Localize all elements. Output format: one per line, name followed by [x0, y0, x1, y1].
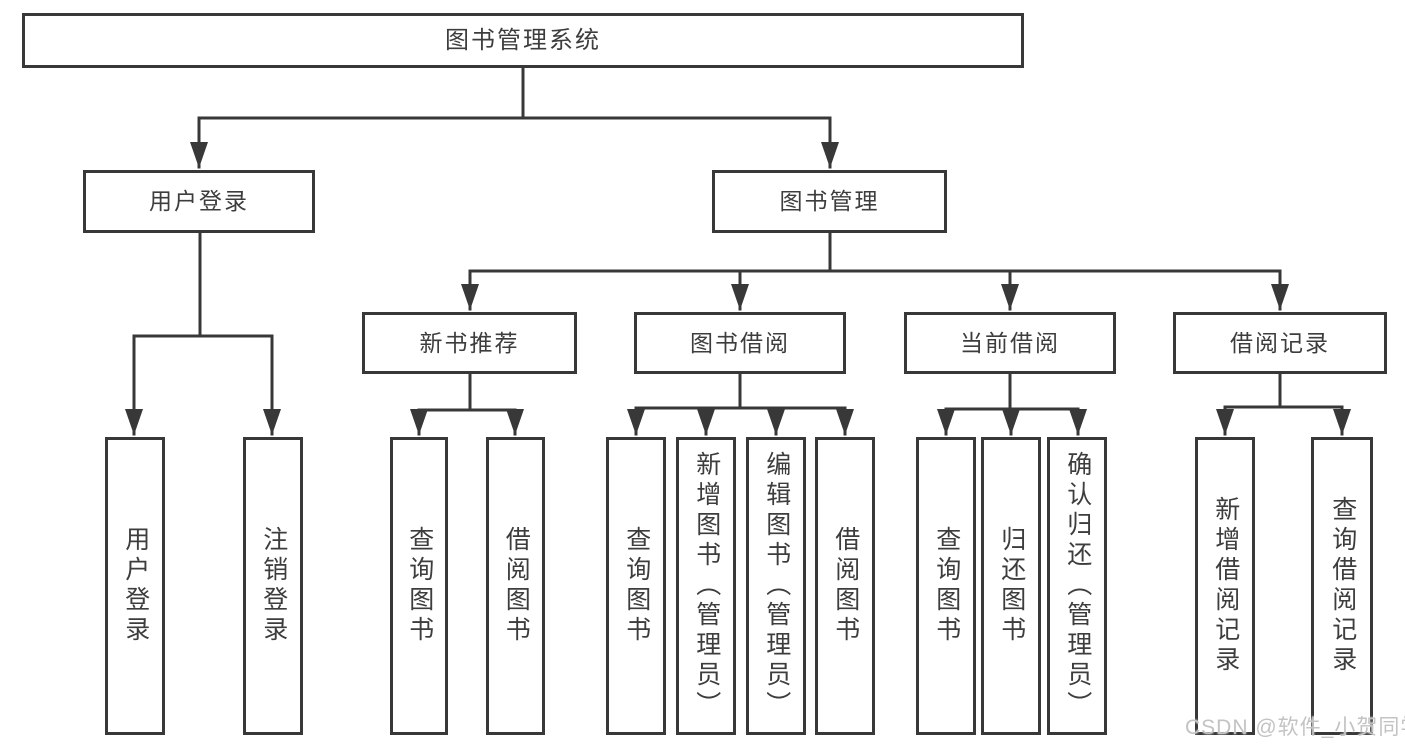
node-leaf-logout-login: 注销登录 [243, 437, 303, 735]
node-leaf-return-books: 归还图书 [981, 437, 1041, 735]
node-leaf-query-books-borrow-label: 查询图书 [622, 526, 651, 646]
node-leaf-borrow-books: 借阅图书 [815, 437, 875, 735]
watermark: CSDN @软件_小贺同学 [1185, 716, 1405, 739]
node-root-label: 图书管理系统 [445, 26, 601, 54]
node-leaf-borrow-books-label: 借阅图书 [831, 526, 860, 646]
node-new-book-recommend-label: 新书推荐 [419, 329, 520, 356]
node-leaf-return-books-label: 归还图书 [997, 526, 1026, 646]
node-root: 图书管理系统 [22, 13, 1024, 68]
node-leaf-user-login-label: 用户登录 [121, 526, 150, 646]
node-leaf-query-books-borrow: 查询图书 [606, 437, 666, 735]
node-leaf-query-books-current: 查询图书 [916, 437, 976, 735]
node-user-login: 用户登录 [83, 170, 315, 233]
node-leaf-logout-login-label: 注销登录 [259, 526, 288, 646]
node-leaf-user-login: 用户登录 [105, 437, 165, 735]
node-leaf-query-borrow-record: 查询借阅记录 [1311, 437, 1373, 735]
node-book-borrow-label: 图书借阅 [690, 329, 790, 356]
node-book-management: 图书管理 [712, 170, 947, 233]
node-leaf-edit-books-admin-label: 编辑图书（管理员） [762, 451, 791, 721]
node-user-login-label: 用户登录 [149, 188, 249, 214]
node-leaf-query-borrow-record-label: 查询借阅记录 [1328, 496, 1357, 676]
node-leaf-confirm-return-admin-label: 确认归还（管理员） [1063, 451, 1092, 721]
node-current-borrow-label: 当前借阅 [960, 329, 1060, 356]
node-leaf-add-borrow-record: 新增借阅记录 [1195, 437, 1255, 735]
node-leaf-edit-books-admin: 编辑图书（管理员） [746, 437, 806, 735]
node-current-borrow: 当前借阅 [904, 312, 1116, 374]
node-leaf-query-books-recommend-label: 查询图书 [405, 526, 434, 646]
node-leaf-add-books-admin: 新增图书（管理员） [676, 437, 736, 735]
node-book-management-label: 图书管理 [779, 188, 880, 214]
node-leaf-add-books-admin-label: 新增图书（管理员） [692, 451, 721, 721]
node-leaf-confirm-return-admin: 确认归还（管理员） [1047, 437, 1107, 735]
node-leaf-borrow-books-recommend-label: 借阅图书 [502, 526, 531, 646]
node-leaf-add-borrow-record-label: 新增借阅记录 [1211, 496, 1240, 676]
node-leaf-query-books-recommend: 查询图书 [390, 437, 448, 735]
node-new-book-recommend: 新书推荐 [362, 312, 577, 374]
node-leaf-borrow-books-recommend: 借阅图书 [486, 437, 545, 735]
node-leaf-query-books-current-label: 查询图书 [932, 526, 961, 646]
node-book-borrow: 图书借阅 [634, 312, 846, 374]
node-borrow-records: 借阅记录 [1173, 312, 1387, 374]
node-borrow-records-label: 借阅记录 [1230, 329, 1330, 356]
